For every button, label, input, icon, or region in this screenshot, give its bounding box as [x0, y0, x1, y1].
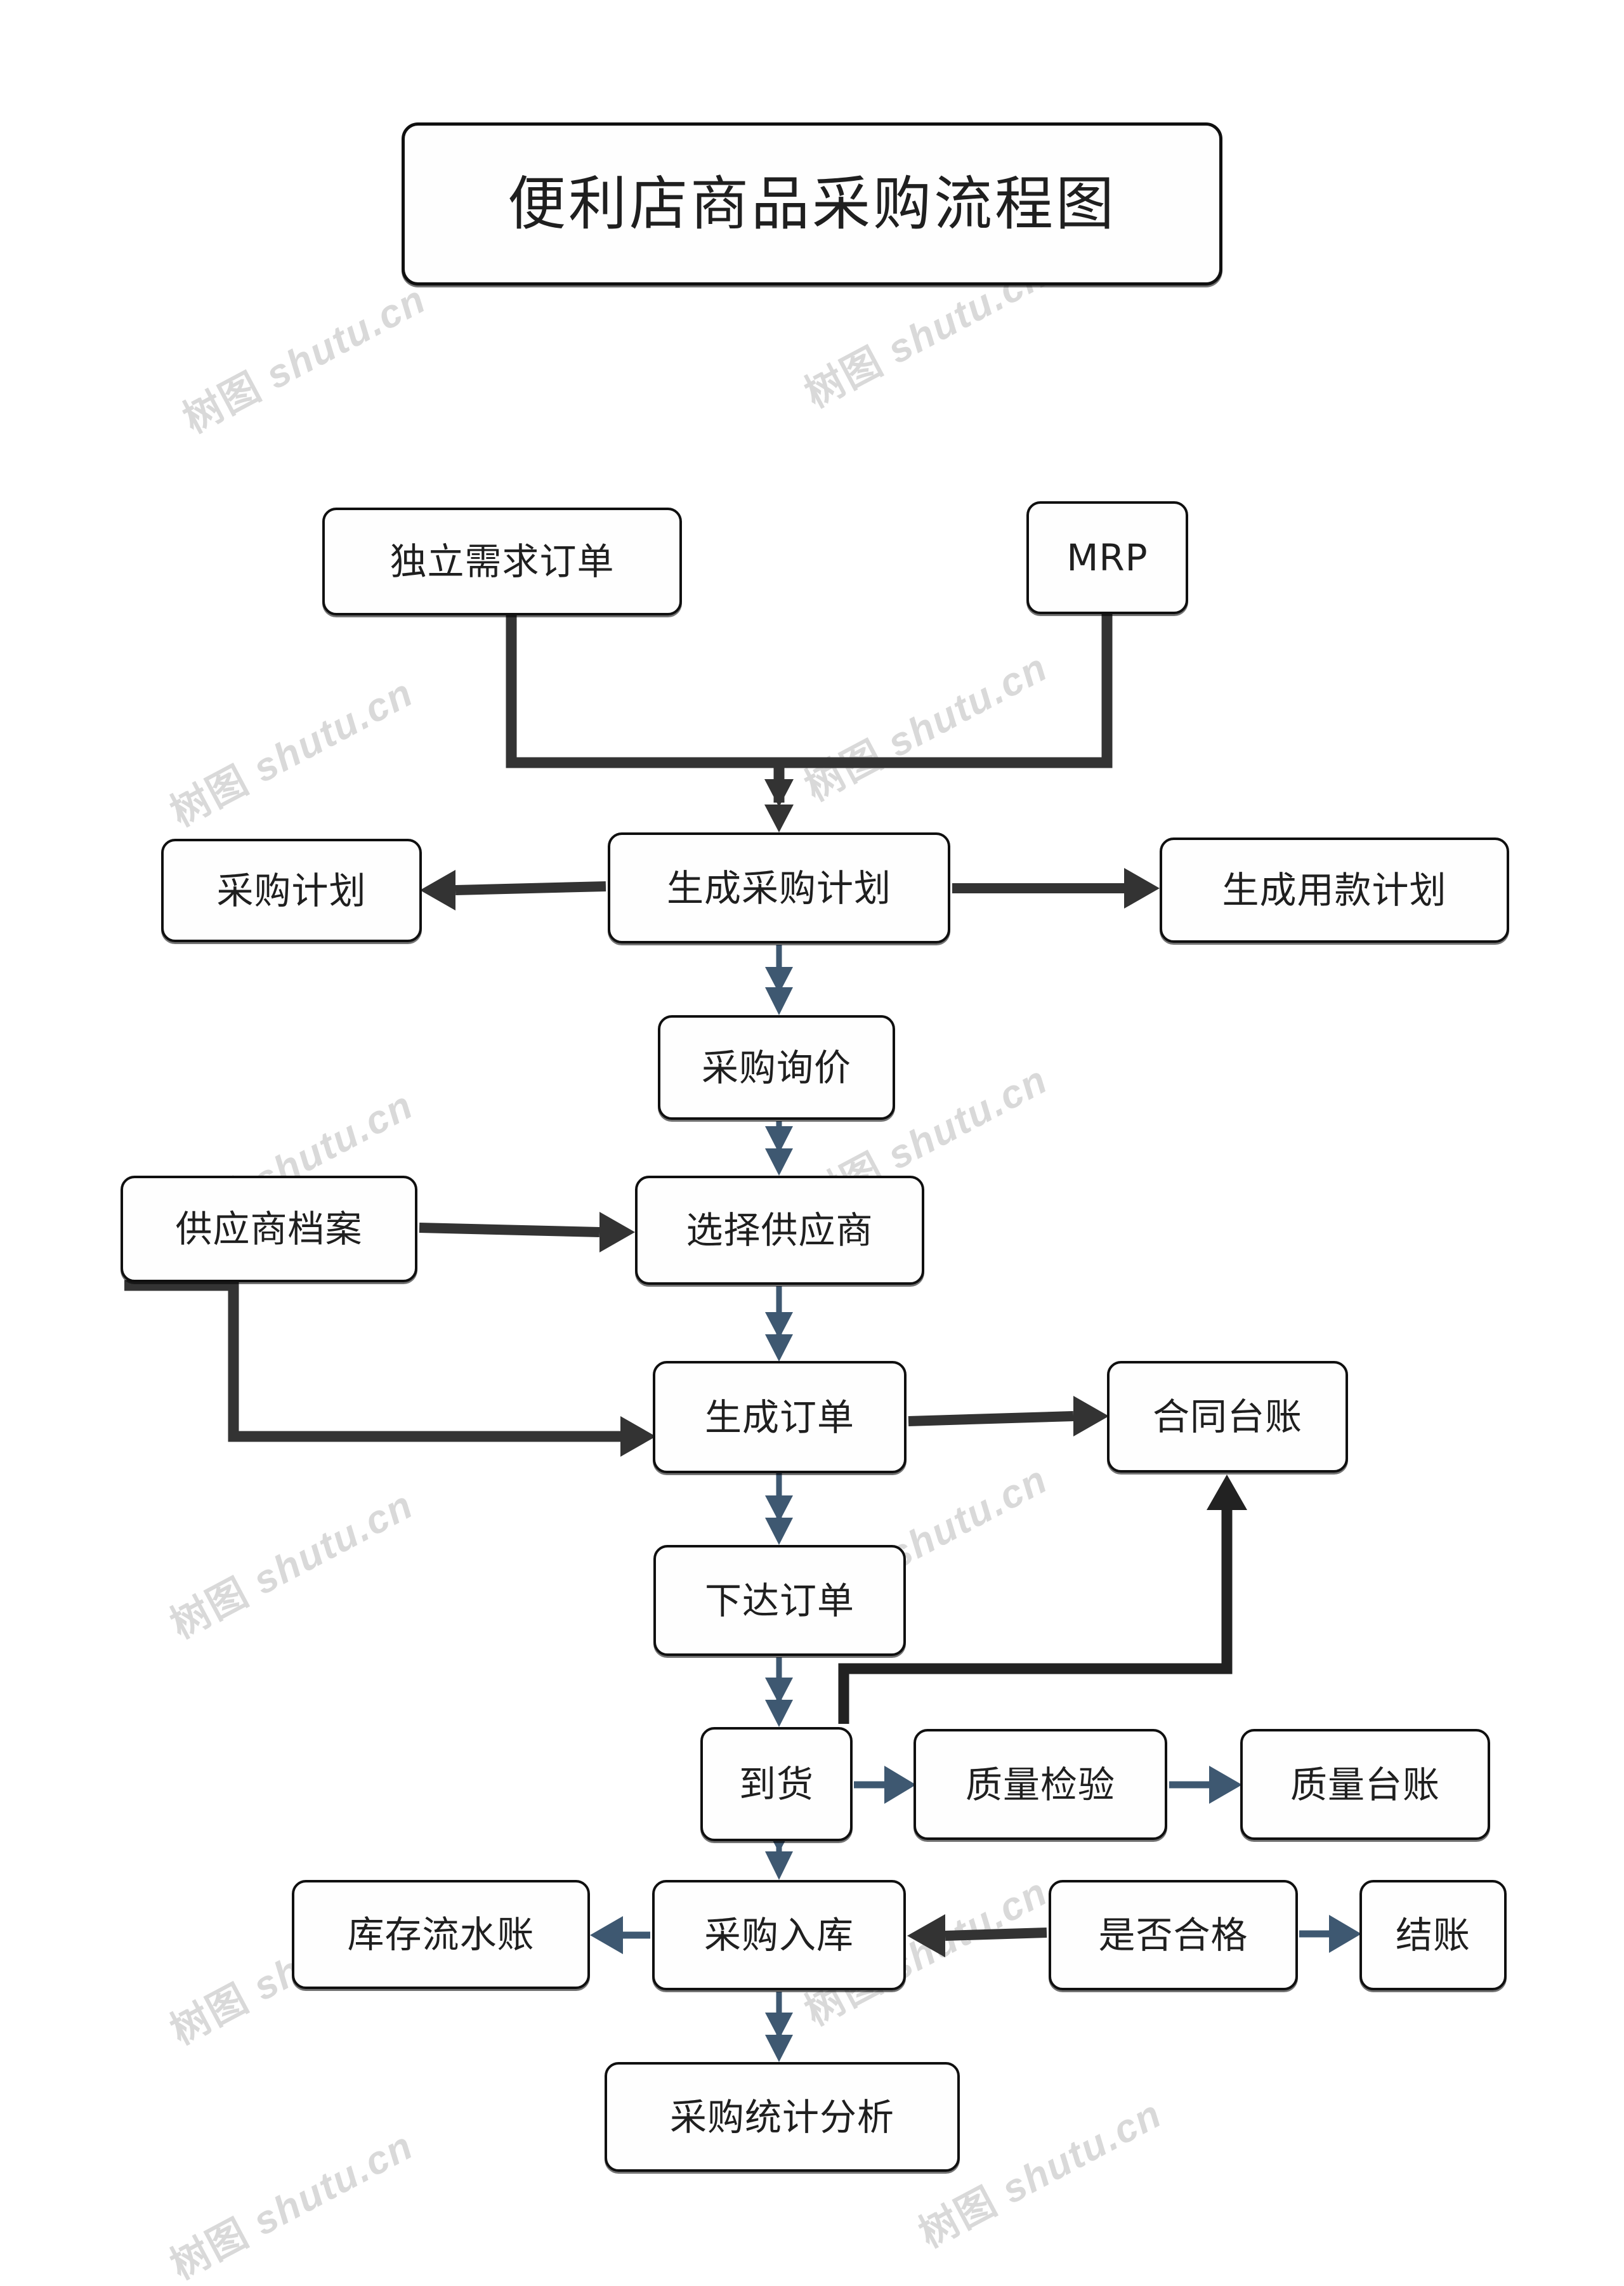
node-label: 结账 — [1395, 1914, 1470, 1957]
node-label: 独立需求订单 — [390, 540, 615, 583]
node-label: 选择供应商 — [686, 1209, 874, 1252]
node-label: 到货 — [738, 1763, 814, 1806]
edge-issue-order-to-arrival — [765, 1657, 793, 1727]
node-label: 合同台账 — [1152, 1395, 1302, 1438]
edge-is-qualified-to-settle — [1299, 1915, 1361, 1953]
node-purchase-inquiry[interactable]: 采购询价 — [658, 1015, 895, 1120]
node-settle-account[interactable]: 结账 — [1359, 1880, 1507, 1990]
edge-supplier-archive-to-select-supplier — [419, 1212, 635, 1252]
edge-mrp-to-gen-plan — [779, 614, 1113, 768]
node-generate-purchase-plan[interactable]: 生成采购计划 — [608, 832, 950, 943]
node-quality-check[interactable]: 质量检验 — [914, 1729, 1167, 1840]
node-label: 生成采购计划 — [666, 866, 891, 910]
edge-storage-to-stock-journal — [590, 1916, 650, 1954]
node-goods-arrival[interactable]: 到货 — [700, 1727, 853, 1841]
node-independent-order[interactable]: 独立需求订单 — [322, 508, 682, 615]
node-label: 采购入库 — [704, 1914, 854, 1957]
node-generate-order[interactable]: 生成订单 — [653, 1361, 907, 1473]
node-label: 采购统计分析 — [669, 2095, 894, 2139]
edge-supplier-archive-to-gen-order — [124, 1280, 656, 1457]
node-purchase-storage[interactable]: 采购入库 — [652, 1880, 906, 1990]
node-label: MRP — [1066, 536, 1148, 579]
edge-is-qualified-to-storage — [907, 1914, 1047, 1957]
node-label: 生成用款计划 — [1222, 869, 1447, 912]
edge-merge-into-gen-plan — [764, 758, 794, 832]
node-label: 是否合格 — [1098, 1914, 1248, 1957]
node-purchase-plan[interactable]: 采购计划 — [161, 839, 422, 942]
node-label: 质量台账 — [1290, 1763, 1440, 1806]
node-generate-payment-plan[interactable]: 生成用款计划 — [1160, 838, 1509, 943]
node-is-qualified[interactable]: 是否合格 — [1049, 1880, 1298, 1990]
node-contract-ledger[interactable]: 合同台账 — [1107, 1361, 1348, 1473]
edge-arrival-to-contract-ledger — [838, 1475, 1247, 1724]
node-label: 采购计划 — [216, 869, 367, 912]
edge-arrival-to-quality-check — [854, 1766, 916, 1804]
edge-quality-check-to-quality-ledger — [1169, 1766, 1242, 1804]
node-label: 库存流水账 — [347, 1913, 535, 1956]
node-supplier-archive[interactable]: 供应商档案 — [121, 1176, 417, 1282]
node-mrp[interactable]: MRP — [1026, 501, 1188, 614]
node-quality-ledger[interactable]: 质量台账 — [1240, 1729, 1490, 1840]
node-label: 下达订单 — [704, 1579, 855, 1622]
edge-inquiry-to-select-supplier — [765, 1121, 793, 1176]
node-stock-journal[interactable]: 库存流水账 — [292, 1880, 590, 1989]
edge-independent-order-to-gen-plan — [506, 615, 779, 768]
edge-storage-to-stats — [765, 1992, 793, 2062]
edge-select-supplier-to-gen-order — [765, 1286, 793, 1362]
node-select-supplier[interactable]: 选择供应商 — [635, 1176, 924, 1285]
node-label: 质量检验 — [965, 1763, 1115, 1806]
node-label: 采购询价 — [701, 1046, 851, 1089]
edge-gen-order-to-contract-ledger — [908, 1396, 1109, 1436]
node-issue-order[interactable]: 下达订单 — [653, 1545, 906, 1656]
edge-gen-plan-to-inquiry — [765, 945, 793, 1015]
edge-gen-plan-to-purchase-plan — [420, 870, 606, 910]
node-label: 生成订单 — [704, 1395, 855, 1439]
node-label: 供应商档案 — [175, 1207, 363, 1251]
node-purchase-stats[interactable]: 采购统计分析 — [605, 2062, 960, 2172]
edge-gen-plan-to-payment-plan — [952, 868, 1160, 909]
page-title-label: 便利店商品采购流程图 — [507, 169, 1116, 238]
page-title: 便利店商品采购流程图 — [402, 122, 1222, 286]
edge-gen-order-to-issue-order — [765, 1473, 793, 1545]
